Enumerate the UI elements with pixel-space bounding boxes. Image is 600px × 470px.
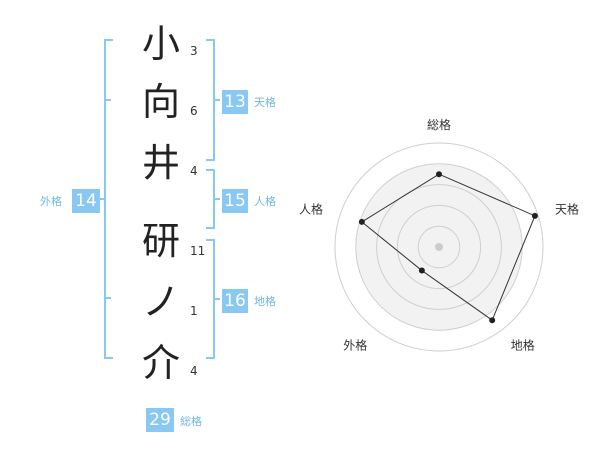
stroke-count: 4 [190, 364, 198, 378]
radar-point [531, 212, 538, 219]
name-char: 介 [141, 341, 180, 385]
name-char: 向 [141, 80, 180, 124]
radar-axis-label: 天格 [555, 201, 579, 216]
bracket-tenkaku [206, 39, 220, 161]
bracket-gaikaku [100, 39, 113, 359]
radar-ring [396, 204, 482, 290]
stroke-count: 11 [190, 244, 206, 258]
radar-axis-label: 総格 [427, 117, 451, 132]
bracket-jinkaku [206, 169, 220, 229]
radar-axis-label: 地格 [511, 338, 535, 353]
chikaku-value: 16 [222, 289, 248, 313]
name-char: 研 [141, 219, 180, 263]
radar-polygon [360, 173, 536, 321]
stroke-count: 3 [190, 44, 198, 58]
tenkaku-value: 13 [222, 90, 248, 114]
bracket-chikaku [206, 239, 220, 359]
radar-point [418, 267, 425, 274]
radar-axis-label: 外格 [343, 338, 367, 353]
radar-center [435, 243, 443, 251]
stroke-count: 6 [190, 104, 198, 118]
soukaku-label: 総格 [180, 415, 202, 428]
gaikaku-value: 14 [72, 189, 100, 213]
chikaku-label: 地格 [254, 295, 276, 308]
radar-ring [417, 225, 461, 269]
radar-ring [334, 142, 544, 352]
name-char: 井 [141, 141, 180, 185]
jinkaku-value: 15 [222, 189, 248, 213]
radar-point [489, 317, 496, 324]
name-char: 小 [141, 22, 180, 66]
soukaku-value: 29 [146, 408, 174, 432]
jinkaku-label: 人格 [254, 195, 276, 208]
name-char: ノ [141, 280, 180, 324]
stroke-count: 4 [190, 164, 198, 178]
radar-axis-label: 人格 [299, 201, 323, 216]
radar-point [436, 171, 442, 178]
gaikaku-label: 外格 [40, 195, 62, 208]
stroke-count: 1 [190, 304, 198, 318]
radar-point [358, 218, 365, 225]
radar-ring [376, 184, 502, 310]
tenkaku-label: 天格 [254, 96, 276, 109]
